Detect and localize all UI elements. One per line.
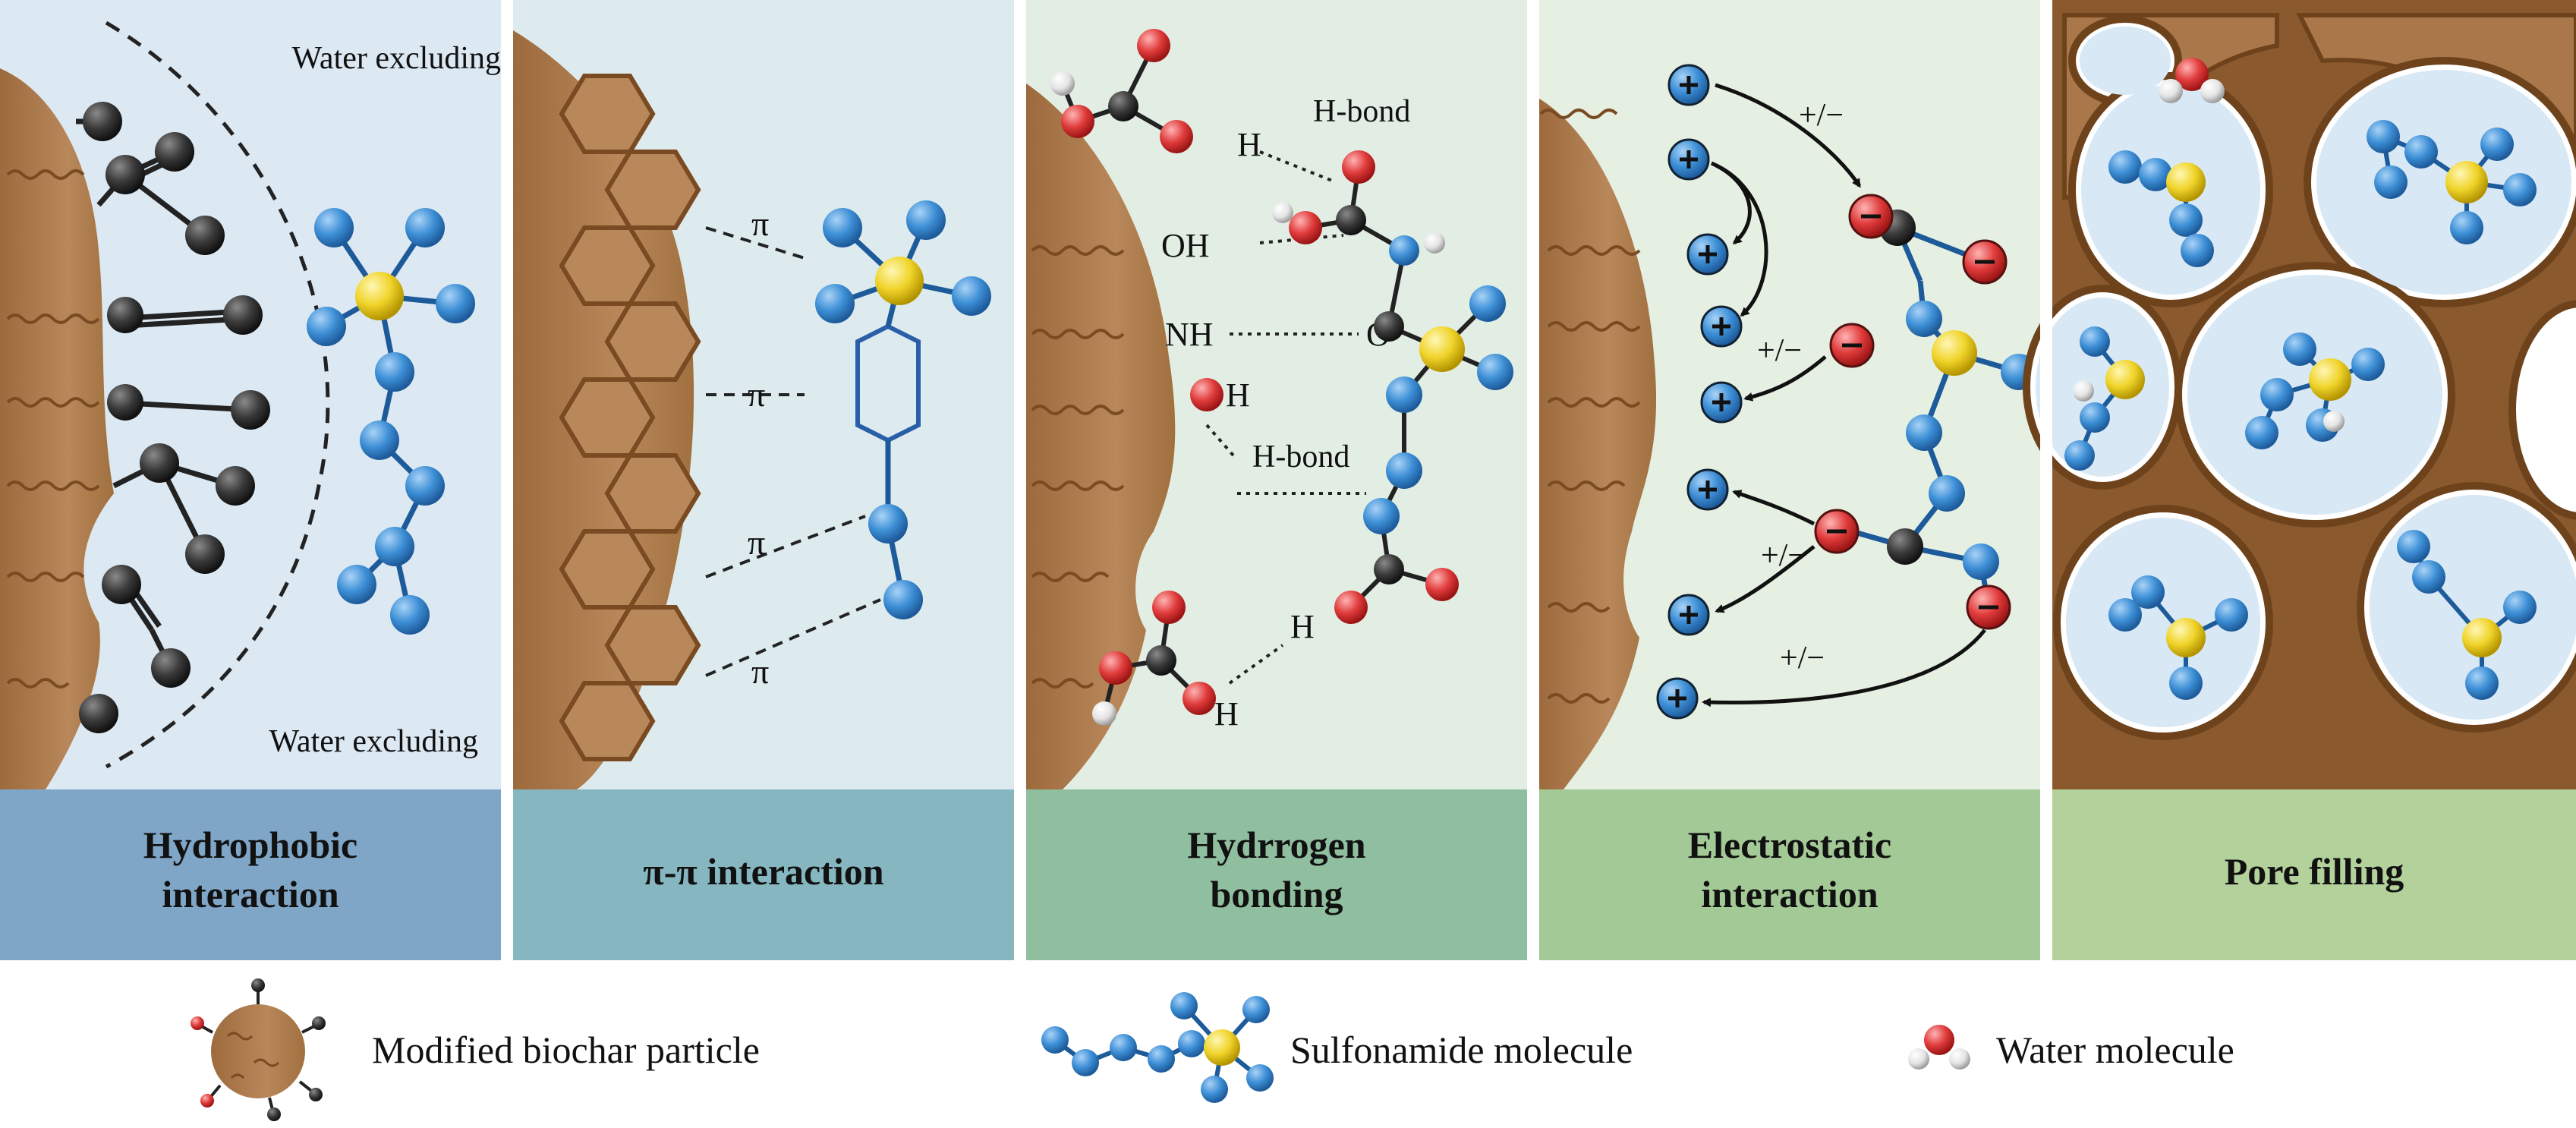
legend-biochar-icon	[191, 978, 326, 1121]
title-hbond-line2: bonding	[1210, 873, 1343, 915]
electrostatic-label-3: +/−	[1761, 538, 1806, 573]
hydrophobic-atoms	[79, 102, 270, 733]
pi-label-1: π	[751, 204, 769, 243]
pore-molecule-5	[2108, 575, 2248, 700]
title-hydrophobic-line1: Hydrophobic	[143, 824, 358, 866]
legend-biochar-label: Modified biochar particle	[372, 1029, 760, 1071]
water-in-pore	[2159, 58, 2225, 103]
electrostatic-label-1: +/−	[1799, 98, 1844, 133]
negative-charges	[1814, 194, 2011, 630]
sulfonamide-molecule	[307, 208, 475, 635]
annotation-water-excluding-top: Water excluding	[292, 41, 501, 76]
panel-titles: Hydrophobic interaction π-π interaction …	[143, 824, 2404, 915]
electrostatic-label-4: +/−	[1780, 641, 1825, 676]
pore-molecule-3	[2064, 326, 2145, 471]
title-hbond-line1: Hydrrogen	[1187, 824, 1365, 866]
attraction-arrows	[1702, 83, 1986, 707]
pi-label-2: π	[748, 375, 765, 414]
water-excluding-boundary	[105, 20, 330, 769]
graphitic-rings	[559, 74, 701, 761]
legend: Modified biochar particle	[191, 978, 2234, 1121]
pore-molecule-2	[2367, 120, 2537, 244]
pore-molecule-1	[2108, 150, 2214, 267]
pore-molecule-4	[2245, 332, 2385, 449]
nh-label: NH	[1165, 316, 1214, 353]
footer-pore	[2052, 789, 2576, 960]
pi-stacking-lines	[705, 226, 881, 677]
h-label-1: H	[1237, 126, 1261, 163]
hbond-label-top: H-bond	[1313, 94, 1410, 129]
oh-label: OH	[1161, 227, 1210, 264]
title-electrostatic-line2: interaction	[1701, 873, 1878, 915]
sulfonamide-molecule	[1272, 150, 1513, 624]
legend-water-icon	[1908, 1025, 1970, 1070]
panel-hydrophobic: Water excluding Water excluding	[0, 20, 501, 789]
h-label-4: H	[1214, 695, 1239, 733]
title-pore: Pore filling	[2225, 850, 2404, 893]
panel-hbond: H-bond H OH NH O H H-bond H H	[1026, 29, 1513, 789]
panel-pore	[2023, 0, 2576, 789]
title-electrostatic-line1: Electrostatic	[1688, 824, 1891, 866]
panel-dividers	[501, 0, 2052, 960]
title-hydrophobic-line2: interaction	[162, 873, 339, 915]
legend-sulfonamide-label: Sulfonamide molecule	[1290, 1029, 1633, 1071]
panel-footers	[0, 789, 2576, 960]
biochar-surface	[0, 68, 114, 789]
footer-electrostatic	[1539, 789, 2040, 960]
sulfonamide-anion	[1851, 210, 2037, 608]
legend-sulfonamide-icon	[1041, 992, 1274, 1103]
h-label-2: H	[1226, 377, 1250, 414]
biochar-surface	[1539, 99, 1657, 789]
positive-charges	[1656, 64, 1743, 720]
surface-chains	[1031, 245, 1125, 688]
pi-label-4: π	[751, 652, 769, 691]
sulfonamide-molecule	[815, 200, 991, 619]
annotation-water-excluding-bottom: Water excluding	[269, 724, 478, 759]
pi-label-3: π	[748, 523, 765, 562]
hbond-lines	[1205, 150, 1366, 685]
hbond-label-mid: H-bond	[1252, 440, 1349, 474]
legend-water-label: Water molecule	[1996, 1029, 2234, 1071]
footer-hydrophobic	[0, 789, 501, 960]
title-pipi: π-π interaction	[643, 850, 883, 893]
footer-hbond	[1026, 789, 1527, 960]
footer-pipi	[513, 789, 1014, 960]
panel-electrostatic: +/− +/− +/− +/−	[1539, 64, 2037, 789]
panel-pipi: π π π π	[513, 30, 991, 789]
h-label-3: H	[1290, 608, 1315, 645]
surface-chains	[1539, 109, 1641, 704]
electrostatic-label-2: +/−	[1757, 333, 1802, 368]
pore-molecule-6	[2397, 530, 2537, 700]
alkyl-chains	[6, 169, 100, 688]
biochar-surface	[1026, 83, 1176, 789]
